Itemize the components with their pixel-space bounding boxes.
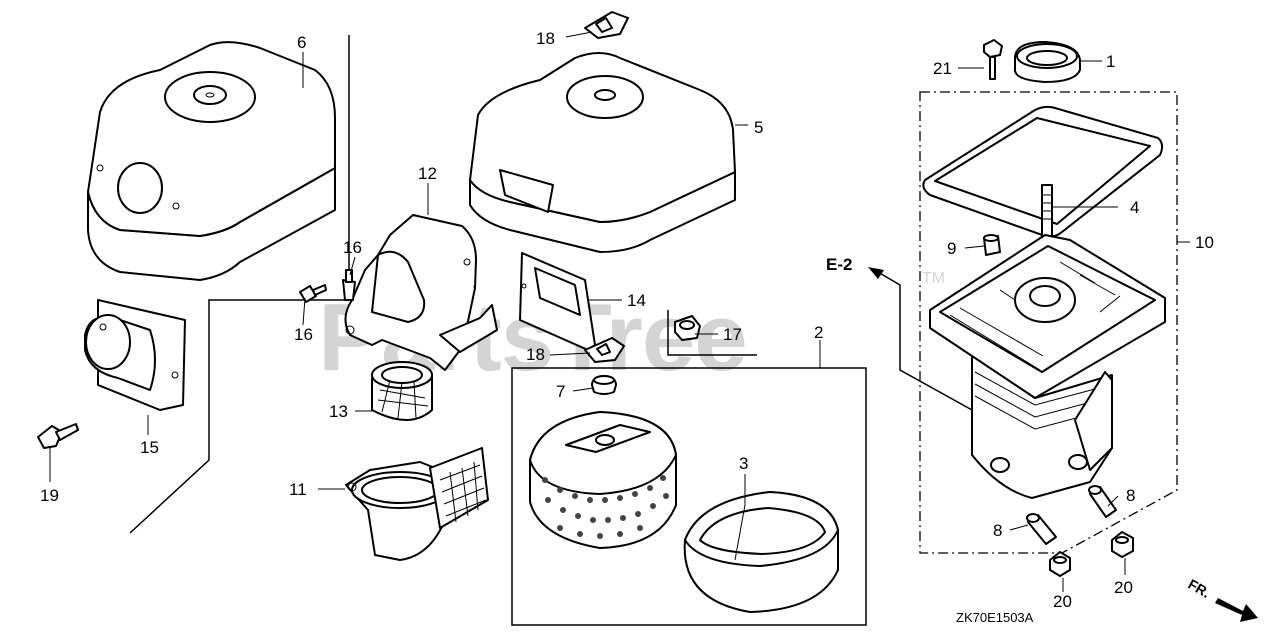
leader-lines bbox=[49, 31, 1190, 592]
part-18-clip-bottom[interactable] bbox=[584, 337, 625, 363]
callout-19: 19 bbox=[40, 486, 59, 505]
watermark-trademark: TM bbox=[922, 270, 945, 287]
part-21-bolt[interactable] bbox=[983, 39, 1003, 80]
part-4-gasket[interactable] bbox=[922, 105, 1164, 238]
callout-20-left: 20 bbox=[1053, 592, 1072, 611]
callout-17: 17 bbox=[723, 325, 742, 344]
callout-1: 1 bbox=[1106, 52, 1115, 71]
callout-18-top: 18 bbox=[536, 29, 555, 48]
callout-12: 12 bbox=[418, 164, 437, 183]
callout-4: 4 bbox=[1130, 198, 1139, 217]
callout-18-bottom: 18 bbox=[526, 345, 545, 364]
e2-leader bbox=[877, 271, 973, 411]
callout-11: 11 bbox=[289, 480, 307, 499]
drawing-code: ZK70E1503A bbox=[956, 610, 1034, 625]
part-7-grommet[interactable] bbox=[591, 375, 617, 395]
part-15-elbow[interactable] bbox=[84, 299, 186, 411]
callout-2: 2 bbox=[814, 323, 823, 342]
callout-7: 7 bbox=[556, 382, 565, 401]
callout-10: 10 bbox=[1195, 233, 1214, 252]
callout-3: 3 bbox=[739, 454, 748, 473]
bracket-17 bbox=[667, 310, 757, 356]
callout-16-upper: 16 bbox=[343, 238, 362, 257]
callout-6: 6 bbox=[297, 33, 306, 52]
reference-label-e2: E-2 bbox=[826, 255, 852, 274]
part-8-tube-b[interactable] bbox=[1088, 485, 1117, 518]
callout-21: 21 bbox=[933, 59, 952, 78]
e2-arrowhead bbox=[868, 267, 884, 279]
part-12-elbow-duct[interactable] bbox=[344, 214, 498, 371]
callout-16-lower: 16 bbox=[294, 325, 313, 344]
part-19-bolt[interactable] bbox=[37, 423, 79, 449]
part-6-air-cleaner-cover[interactable] bbox=[87, 41, 336, 281]
callout-20-right: 20 bbox=[1114, 578, 1133, 597]
part-20-nut-b[interactable] bbox=[1111, 531, 1134, 558]
part-5-air-cleaner-cover[interactable] bbox=[469, 52, 736, 253]
callout-15: 15 bbox=[140, 438, 159, 457]
part-9-collar[interactable] bbox=[983, 234, 1001, 256]
part-2-element[interactable] bbox=[529, 411, 677, 549]
callout-8-left: 8 bbox=[993, 521, 1002, 540]
part-18-clip-top[interactable] bbox=[584, 11, 629, 39]
part-16-screw-b[interactable] bbox=[299, 284, 327, 303]
callout-14: 14 bbox=[627, 291, 646, 310]
part-8-tube-a[interactable] bbox=[1026, 513, 1057, 545]
part-13-screen-filter[interactable] bbox=[371, 361, 433, 421]
callout-8-right: 8 bbox=[1126, 486, 1135, 505]
part-3-foam[interactable] bbox=[683, 491, 839, 613]
group-divider-left bbox=[129, 35, 350, 534]
callout-5: 5 bbox=[754, 118, 763, 137]
group-box-2 bbox=[511, 367, 867, 626]
part-10-base[interactable] bbox=[929, 234, 1166, 499]
front-arrow-icon bbox=[1215, 598, 1258, 622]
callout-9: 9 bbox=[947, 239, 956, 258]
part-11-case[interactable] bbox=[345, 447, 489, 561]
callout-13: 13 bbox=[329, 402, 348, 421]
part-1-seal[interactable] bbox=[1014, 41, 1081, 83]
part-16-screw-a[interactable] bbox=[342, 269, 356, 301]
part-20-nut-a[interactable] bbox=[1049, 551, 1071, 577]
group-box-10 bbox=[919, 91, 1178, 554]
front-label: FR. bbox=[1186, 576, 1214, 601]
part-17-nut[interactable] bbox=[674, 315, 701, 341]
